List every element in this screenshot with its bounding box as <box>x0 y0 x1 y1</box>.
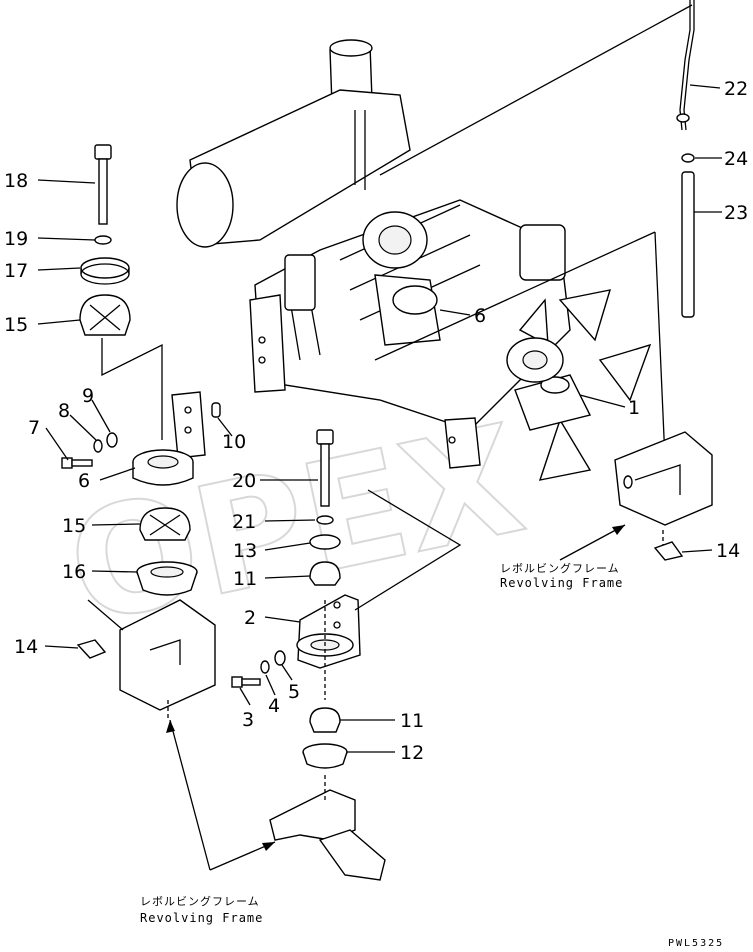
callout-15-lower: 15 <box>62 515 86 537</box>
engine-assembly <box>176 39 652 481</box>
frame-label-bottom: レボルビングフレーム Revolving Frame <box>140 894 263 925</box>
callout-10: 10 <box>222 431 246 453</box>
callout-19: 19 <box>4 228 28 250</box>
callout-12: 12 <box>400 742 424 764</box>
right-assembly <box>374 0 713 561</box>
callout-6-engine: 6 <box>474 305 486 327</box>
callout-4: 4 <box>268 695 280 717</box>
callout-3: 3 <box>242 709 254 731</box>
frame-label-jp: レボルビングフレーム <box>140 894 260 908</box>
callout-23: 23 <box>724 202 748 224</box>
drawing-code: PWL5325 <box>668 938 724 949</box>
callout-8: 8 <box>58 400 70 422</box>
callout-11-upper: 11 <box>233 568 257 590</box>
callout-14-left: 14 <box>14 636 38 658</box>
callout-labels: 1 2 3 4 5 6 6 7 8 9 10 11 11 12 13 14 14… <box>4 78 748 764</box>
callout-9: 9 <box>82 385 94 407</box>
callout-7: 7 <box>28 417 40 439</box>
callout-16: 16 <box>62 561 86 583</box>
callout-11-lower: 11 <box>400 710 424 732</box>
callout-22: 22 <box>724 78 748 100</box>
callout-2: 2 <box>244 607 256 629</box>
callout-1: 1 <box>628 397 640 419</box>
frame-label-en: Revolving Frame <box>500 576 623 590</box>
center-mount-stack <box>231 429 462 881</box>
frame-label-en: Revolving Frame <box>140 911 263 925</box>
callout-20: 20 <box>232 470 256 492</box>
callout-13: 13 <box>233 540 257 562</box>
callout-5: 5 <box>288 681 300 703</box>
callout-14-right: 14 <box>716 540 740 562</box>
callout-18: 18 <box>4 170 28 192</box>
callout-6-bracket: 6 <box>78 470 90 492</box>
callout-21: 21 <box>232 511 256 533</box>
frame-label-right: レボルビングフレーム Revolving Frame <box>500 561 623 590</box>
frame-label-jp: レボルビングフレーム <box>500 561 620 575</box>
callout-leaders <box>37 84 722 753</box>
callout-15-upper: 15 <box>4 314 28 336</box>
callout-24: 24 <box>724 148 748 170</box>
callout-17: 17 <box>4 260 28 282</box>
frame-arrows <box>166 524 626 871</box>
